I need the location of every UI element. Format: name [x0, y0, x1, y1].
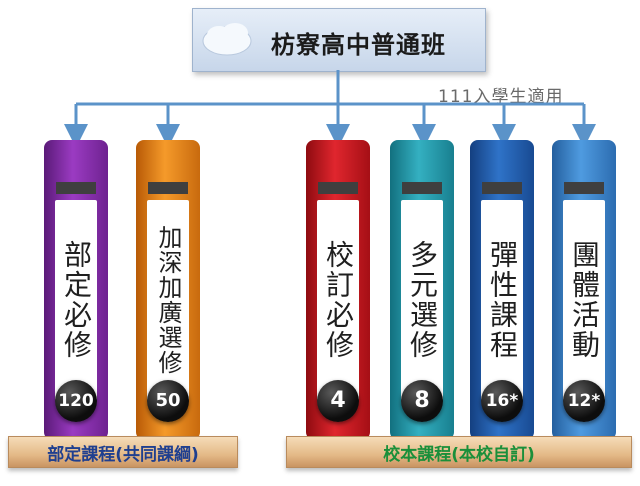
- binder-1: 部定必修 120: [44, 140, 108, 440]
- binder-label: 校訂必修: [317, 200, 359, 400]
- credit-badge: 12*: [563, 380, 605, 422]
- binder-6: 團體活動 12*: [552, 140, 616, 440]
- binder-label: 部定必修: [55, 200, 97, 400]
- credit-badge: 8: [401, 380, 443, 422]
- binder-bar: [318, 182, 358, 194]
- shelf-label: 部定課程(共同課綱): [47, 444, 199, 465]
- page-title: 枋寮高中普通班: [271, 31, 446, 59]
- binder-bar: [148, 182, 188, 194]
- binder-bar: [564, 182, 604, 194]
- shelf-national-curriculum: 部定課程(共同課綱): [8, 436, 238, 468]
- subtitle: 111入學生適用: [438, 87, 564, 107]
- credit-badge: 4: [317, 380, 359, 422]
- credit-badge: 16*: [481, 380, 523, 422]
- shelf-label: 校本課程(本校自訂): [383, 444, 535, 465]
- binder-label: 多元選修: [401, 200, 443, 400]
- binder-label: 彈性課程: [481, 200, 523, 400]
- credit-badge: 50: [147, 380, 189, 422]
- shelf-school-curriculum: 校本課程(本校自訂): [286, 436, 632, 468]
- binder-4: 多元選修 8: [390, 140, 454, 440]
- title-box: 枋寮高中普通班: [192, 8, 486, 72]
- binder-2: 加深加廣選修 50: [136, 140, 200, 440]
- binder-bar: [56, 182, 96, 194]
- cloud-icon: [202, 23, 252, 56]
- binder-label: 加深加廣選修: [147, 200, 189, 400]
- binder-bar: [482, 182, 522, 194]
- binder-5: 彈性課程 16*: [470, 140, 534, 440]
- binder-bar: [402, 182, 442, 194]
- credit-badge: 120: [55, 380, 97, 422]
- binder-label: 團體活動: [563, 200, 605, 400]
- binder-3: 校訂必修 4: [306, 140, 370, 440]
